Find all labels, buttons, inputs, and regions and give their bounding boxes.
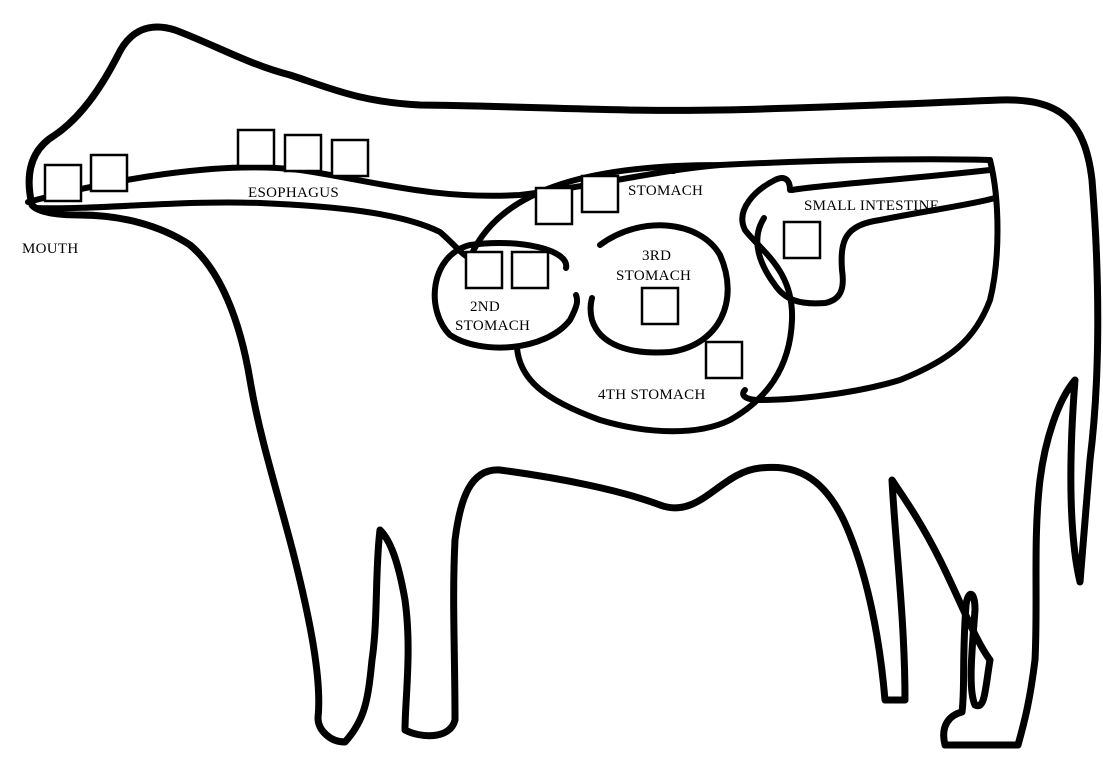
label-second-stomach-line2: STOMACH xyxy=(455,318,530,334)
answer-box[interactable] xyxy=(91,155,127,191)
cow-body-outline xyxy=(29,27,1098,745)
answer-box[interactable] xyxy=(285,135,321,171)
small-intestine-upper xyxy=(792,170,990,190)
answer-box[interactable] xyxy=(238,130,274,166)
answer-box[interactable] xyxy=(706,342,742,378)
answer-box[interactable] xyxy=(466,252,502,288)
label-first-stomach-line2: STOMACH xyxy=(628,183,703,199)
label-fourth-stomach: 4TH STOMACH xyxy=(598,387,706,403)
answer-box[interactable] xyxy=(784,222,820,258)
answer-box[interactable] xyxy=(45,165,81,201)
label-first-stomach-line1: 1ST xyxy=(652,162,678,178)
esophagus-lower-line xyxy=(35,202,470,258)
label-third-stomach-line2: STOMACH xyxy=(616,268,691,284)
answer-box[interactable] xyxy=(512,252,548,288)
answer-box[interactable] xyxy=(582,176,618,212)
label-mouth: MOUTH xyxy=(22,241,79,257)
label-third-stomach-line1: 3RD xyxy=(642,248,671,264)
label-second-stomach-line1: 2ND xyxy=(470,299,500,315)
label-small-intestine: SMALL INTESTINE xyxy=(804,198,939,214)
label-esophagus: ESOPHAGUS xyxy=(248,185,339,201)
answer-box[interactable] xyxy=(536,188,572,224)
answer-box[interactable] xyxy=(642,288,678,324)
answer-box[interactable] xyxy=(332,140,368,176)
